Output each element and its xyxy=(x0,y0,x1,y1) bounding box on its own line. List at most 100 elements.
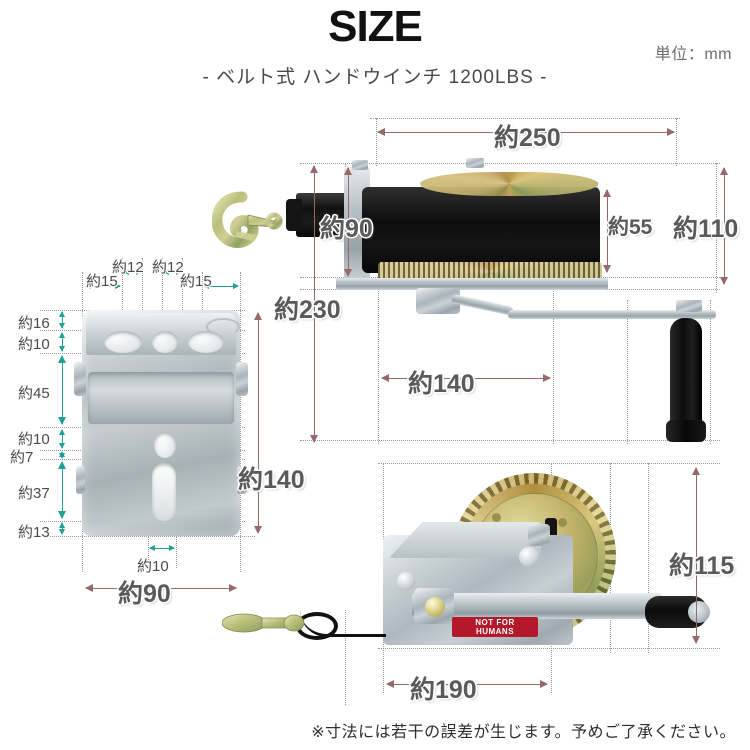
gear-rivet-2 xyxy=(558,518,567,527)
guide-line xyxy=(162,258,163,354)
crank-arm xyxy=(508,310,716,319)
guide-line xyxy=(300,163,720,164)
guide-line xyxy=(345,610,346,705)
detail-label-10-hole: 約10 xyxy=(18,336,50,353)
crank-handle-grip-end xyxy=(666,420,706,442)
bolt-top-right xyxy=(466,158,484,168)
crank-handle-grip xyxy=(670,318,702,440)
crank-arm-bend xyxy=(451,294,514,316)
guide-line xyxy=(627,300,628,444)
dimension-label-250: 約250 xyxy=(494,124,561,152)
dimension-label-90-bracket: 約90 xyxy=(118,580,171,608)
guide-line xyxy=(378,289,379,444)
guide-line xyxy=(648,463,649,653)
detail-label-12-a: 約12 xyxy=(112,259,144,276)
guide-line xyxy=(378,463,720,464)
dimension-label-55: 約55 xyxy=(608,216,653,239)
detail-label-7: 約7 xyxy=(10,449,34,466)
detail-arrow-37 xyxy=(58,461,66,519)
handle-cap xyxy=(676,300,702,312)
guide-line xyxy=(710,300,711,444)
dimension-arrow-250 xyxy=(377,128,675,136)
bracket-hole-1 xyxy=(104,331,142,353)
dimension-label-90: 約90 xyxy=(320,215,373,243)
guide-line xyxy=(378,648,720,649)
detail-arrow-15-right xyxy=(203,283,239,289)
dimension-label-190: 約190 xyxy=(410,676,477,704)
snap-hook-icon xyxy=(221,612,308,634)
detail-label-37: 約37 xyxy=(18,485,50,502)
guide-line xyxy=(716,163,717,293)
housing-bolt-1 xyxy=(519,547,539,567)
detail-label-15-right: 約15 xyxy=(180,273,212,290)
guide-line xyxy=(40,536,255,537)
guide-line xyxy=(676,118,677,166)
detail-label-15-left: 約15 xyxy=(86,273,118,290)
detail-arrow-10-slot xyxy=(59,429,65,449)
bracket-small-hole xyxy=(154,432,176,458)
guide-line xyxy=(300,440,720,441)
guide-line xyxy=(142,258,143,354)
detail-arrow-45 xyxy=(58,355,66,425)
winch-grip-cap xyxy=(688,601,710,623)
dimension-arrow-110 xyxy=(720,167,728,285)
housing-angled-top xyxy=(389,522,541,558)
gear-teeth-pattern xyxy=(378,262,602,282)
detail-arrow-13 xyxy=(59,522,65,535)
bracket-hole-3 xyxy=(188,331,224,353)
detail-label-45: 約45 xyxy=(18,385,50,402)
dimension-arrow-115 xyxy=(692,467,700,644)
bracket-mid-band xyxy=(88,372,234,424)
crank-bar-bolt xyxy=(425,597,445,617)
page-title: SIZE xyxy=(328,2,423,51)
detail-arrow-10-slot-width xyxy=(149,545,175,551)
guide-line xyxy=(182,258,183,354)
winch-cable xyxy=(300,610,386,637)
detail-arrow-12-b xyxy=(163,269,182,275)
bracket-tab-left-lower xyxy=(76,466,85,494)
gear-rivet-1 xyxy=(492,513,501,522)
dimension-label-140-handle: 約140 xyxy=(408,370,475,398)
bracket-clip-wire xyxy=(206,318,240,336)
bracket-slot xyxy=(152,463,176,521)
disclaimer-note: ※寸法には若干の誤差が生じます。予めご了承ください。 xyxy=(311,724,736,741)
guide-line xyxy=(370,118,680,119)
guide-line xyxy=(376,118,377,166)
unit-label: 単位：mm xyxy=(654,46,732,63)
belt-strap-taper xyxy=(286,199,302,231)
detail-arrow-10-hole xyxy=(59,332,65,352)
bracket-hole-2 xyxy=(152,331,178,353)
dimension-arrow-230 xyxy=(310,165,318,443)
guide-line xyxy=(122,258,123,354)
drum-belt-roll xyxy=(362,187,600,273)
housing-bolt-2 xyxy=(397,572,415,590)
guide-line xyxy=(553,289,554,444)
detail-label-16: 約16 xyxy=(18,315,50,332)
detail-arrow-16 xyxy=(59,311,65,329)
winch-base-plate xyxy=(336,278,608,290)
dimension-label-140-bracket: 約140 xyxy=(238,466,305,494)
detail-arrow-15-left xyxy=(85,283,121,289)
detail-label-12-b: 約12 xyxy=(152,259,184,276)
bracket-tab-right-lower xyxy=(237,466,247,494)
drum-flange xyxy=(420,172,598,196)
dimension-arrow-190 xyxy=(386,680,548,688)
detail-label-10-slot-width: 約10 xyxy=(137,558,169,575)
hook-icon xyxy=(211,191,290,253)
detail-label-13: 約13 xyxy=(18,524,50,541)
shaft-nut xyxy=(528,524,550,546)
guide-line xyxy=(176,536,177,568)
dimension-arrow-140-bracket xyxy=(254,312,262,534)
dimension-label-115: 約115 xyxy=(669,552,735,580)
detail-label-10-slot: 約10 xyxy=(18,431,50,448)
dimension-arrow-90 xyxy=(344,167,352,277)
guide-line xyxy=(240,272,241,572)
dimension-arrow-90-bracket xyxy=(85,584,237,592)
dimension-label-110: 約110 xyxy=(673,215,739,243)
guide-line xyxy=(148,536,149,568)
dimension-arrow-55 xyxy=(603,189,611,273)
dimension-label-230: 約230 xyxy=(274,296,341,324)
